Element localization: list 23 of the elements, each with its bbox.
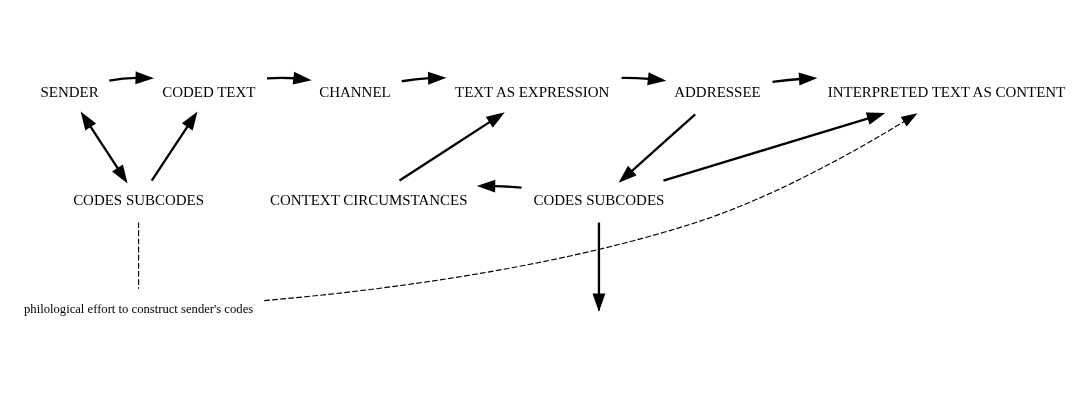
arrow	[401, 71, 447, 85]
node-text: CHANNEL	[319, 84, 391, 101]
node-text: INTERPRETED TEXT AS CONTENT	[827, 84, 1066, 101]
node-text: ADDRESSEE	[674, 84, 761, 101]
arrow	[621, 72, 667, 86]
node-text: CONTEXT CIRCUMSTANCES	[270, 192, 468, 209]
node-text: TEXT AS EXPRESSION	[455, 84, 610, 101]
arrow	[109, 71, 154, 85]
arrow	[476, 179, 522, 193]
arrow	[618, 113, 696, 183]
node-text: CODES SUBCODES	[73, 192, 205, 209]
arrow	[398, 112, 505, 182]
arrow	[772, 72, 818, 86]
node-text: CODES SUBCODES	[533, 192, 665, 209]
arrow	[80, 111, 128, 184]
connector	[138, 222, 140, 290]
arrow	[266, 71, 312, 85]
node-text: CODED TEXT	[162, 84, 256, 101]
arrow	[150, 111, 198, 182]
node-text: philological effort to construct sender's codes	[24, 301, 254, 316]
arrow	[663, 112, 886, 182]
arrow	[263, 113, 918, 302]
node-text: SENDER	[40, 84, 99, 101]
